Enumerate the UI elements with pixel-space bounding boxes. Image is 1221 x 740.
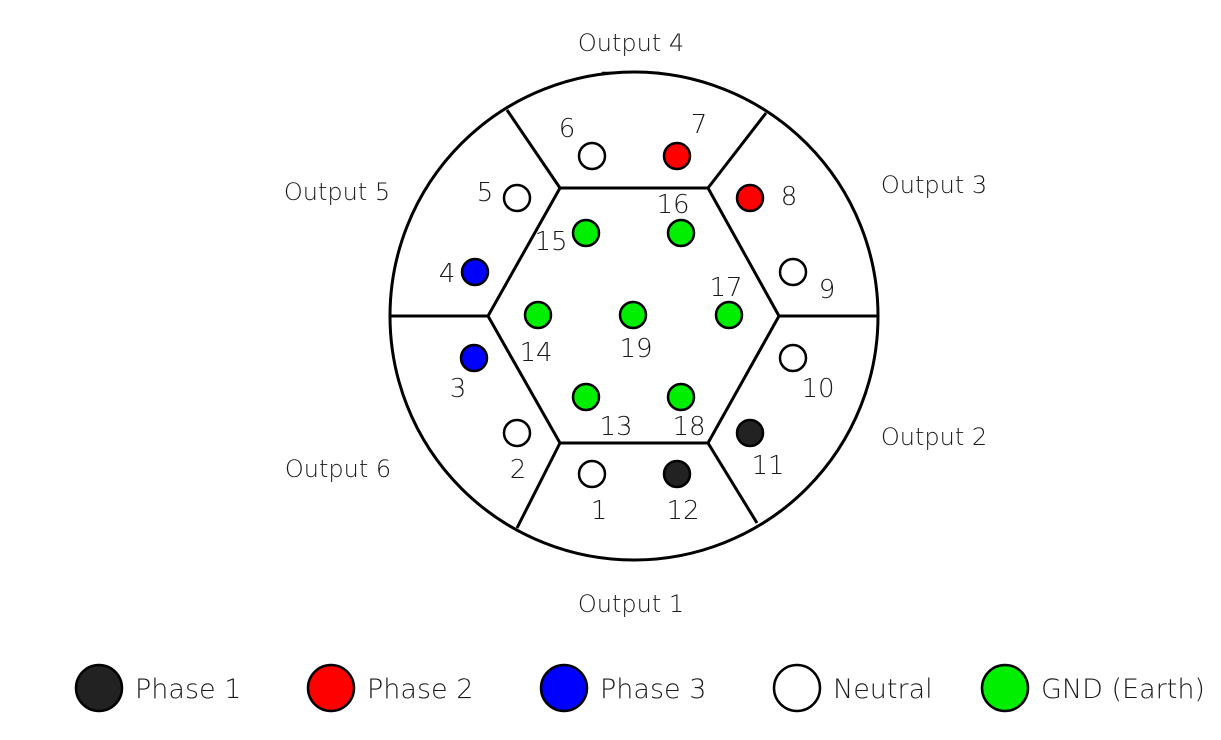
pin-2-neutral-dot bbox=[502, 418, 532, 448]
pin-14-label: 14 bbox=[519, 338, 552, 368]
pin-7-phase2-dot bbox=[662, 141, 692, 171]
pin-13-gnd-dot bbox=[571, 382, 601, 412]
pin-8-label: 8 bbox=[781, 182, 798, 212]
divider-bottom-left bbox=[515, 442, 562, 529]
pin-18-gnd-dot bbox=[666, 382, 696, 412]
pin-9-label: 9 bbox=[819, 275, 836, 305]
pin-17-label: 17 bbox=[709, 273, 742, 303]
legend-phase2-label: Phase 2 bbox=[367, 674, 473, 705]
legend-neutral-swatch bbox=[772, 663, 822, 713]
divider-top-right bbox=[706, 112, 768, 189]
pin-4-phase3-dot bbox=[460, 257, 490, 287]
pin-16-label: 16 bbox=[656, 190, 689, 220]
output-4-label: Output 4 bbox=[578, 29, 684, 57]
divider-top-left bbox=[505, 109, 562, 189]
pin-1-label: 1 bbox=[591, 496, 608, 526]
pin-1-neutral-dot bbox=[577, 459, 607, 489]
legend: Phase 1 Phase 2 Phase 3 Neutral GND (Earth) bbox=[74, 663, 1205, 713]
pin-14-gnd-dot bbox=[523, 300, 553, 330]
pin-11-phase1-dot bbox=[735, 418, 765, 448]
pin-2-label: 2 bbox=[510, 455, 527, 485]
pin-5-label: 5 bbox=[477, 178, 494, 208]
output-6-label: Output 6 bbox=[285, 455, 391, 483]
legend-phase1-swatch bbox=[74, 663, 124, 713]
pin-5-neutral-dot bbox=[502, 183, 532, 213]
pin-12-phase1-dot bbox=[662, 459, 692, 489]
output-1-label: Output 1 bbox=[578, 590, 684, 618]
pin-17-gnd-dot bbox=[714, 300, 744, 330]
pins bbox=[459, 141, 808, 489]
legend-gnd-label: GND (Earth) bbox=[1041, 674, 1205, 705]
output-3-label: Output 3 bbox=[881, 171, 987, 199]
pin-3-phase3-dot bbox=[459, 343, 489, 373]
legend-phase2-swatch bbox=[306, 663, 356, 713]
pin-7-label: 7 bbox=[691, 110, 708, 140]
pin-19-label: 19 bbox=[619, 334, 652, 364]
pin-9-neutral-dot bbox=[778, 257, 808, 287]
pin-8-phase2-dot bbox=[735, 183, 765, 213]
pin-18-label: 18 bbox=[672, 412, 705, 442]
pin-13-label: 13 bbox=[599, 412, 632, 442]
divider-bottom-right bbox=[706, 442, 759, 524]
legend-neutral-label: Neutral bbox=[833, 674, 933, 705]
output-labels: Output 4 Output 5 Output 3 Output 2 Outp… bbox=[284, 29, 987, 618]
pin-10-label: 10 bbox=[801, 374, 834, 404]
pin-6-neutral-dot bbox=[577, 141, 607, 171]
output-2-label: Output 2 bbox=[881, 423, 987, 451]
legend-phase1-label: Phase 1 bbox=[135, 674, 241, 705]
pin-4-label: 4 bbox=[439, 259, 456, 289]
pin-12-label: 12 bbox=[666, 496, 699, 526]
pin-3-label: 3 bbox=[450, 374, 467, 404]
pin-16-gnd-dot bbox=[666, 218, 696, 248]
legend-gnd-swatch bbox=[980, 663, 1030, 713]
pin-6-label: 6 bbox=[559, 114, 576, 144]
output-5-label: Output 5 bbox=[284, 178, 390, 206]
pin-10-neutral-dot bbox=[778, 343, 808, 373]
pin-15-label: 15 bbox=[534, 227, 567, 257]
legend-phase3-swatch bbox=[539, 663, 589, 713]
legend-phase3-label: Phase 3 bbox=[600, 674, 706, 705]
pin-15-gnd-dot bbox=[571, 218, 601, 248]
pin-11-label: 11 bbox=[751, 451, 784, 481]
pin-19-gnd-dot bbox=[618, 300, 648, 330]
